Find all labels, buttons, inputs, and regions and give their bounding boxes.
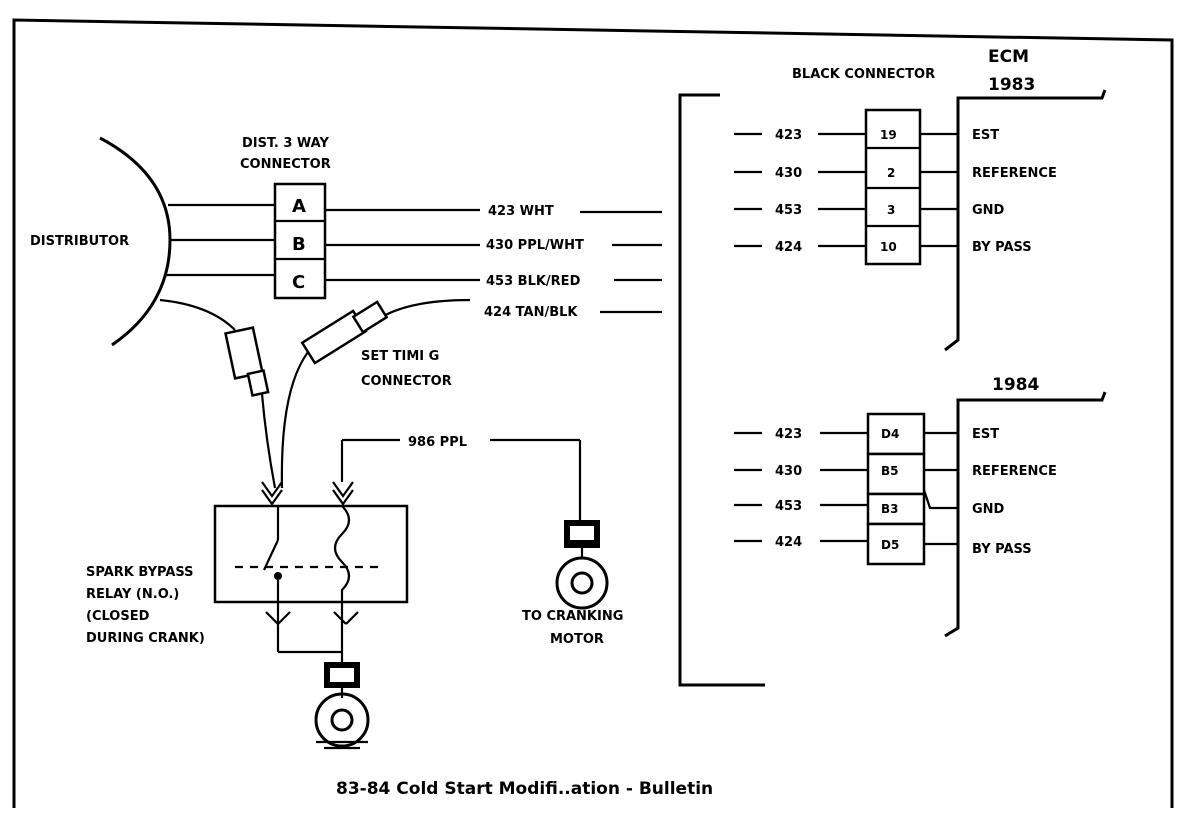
cranking-motor-terminal: TO CRANKING MOTOR [522, 520, 623, 647]
cranking-motor-label-2: MOTOR [550, 632, 604, 647]
relay-feed-wire-label: 986 PPL [408, 435, 467, 450]
dist-connector-title-2: CONNECTOR [240, 157, 331, 172]
ecm83-wire-430: 430 [775, 166, 802, 181]
ecm84-func-est: EST [972, 427, 999, 442]
ecm83-pin-2: 2 [887, 166, 895, 180]
ecm84-func-reference: REFERENCE [972, 464, 1057, 479]
ecm83-wire-424: 424 [775, 240, 802, 255]
ecm84-pin-d4: D4 [881, 427, 899, 441]
ecm83-pin-19: 19 [880, 128, 897, 142]
ecm83-wire-453: 453 [775, 203, 802, 218]
ecm84-wire-453: 453 [775, 499, 802, 514]
distributor-label: DISTRIBUTOR [30, 234, 129, 249]
dist-connector-title-1: DIST. 3 WAY [242, 136, 329, 151]
wire-label-423: 423 WHT [488, 204, 554, 219]
ecm83-func-est: EST [972, 128, 999, 143]
ecm-label: ECM [988, 47, 1029, 67]
dist-3-way-connector: DIST. 3 WAY CONNECTOR A B C [240, 136, 331, 300]
ecm-header: BLACK CONNECTOR ECM 1983 1984 [792, 47, 1039, 395]
distributor: DISTRIBUTOR [30, 136, 172, 347]
ecm83-wire-423: 423 [775, 128, 802, 143]
ecm83-pin-3: 3 [887, 203, 895, 217]
ecm84-func-gnd: GND [972, 502, 1005, 517]
ecm-1983-block: 423 19 EST 430 2 REFERENCE 453 3 GND 424… [734, 89, 1107, 352]
set-timing-label-2: CONNECTOR [361, 374, 452, 389]
dist-pin-b: B [292, 234, 306, 255]
relay-label-1: SPARK BYPASS [86, 565, 194, 580]
spark-bypass-relay: 986 PPL SPARK BYPASS RELAY (N.O.) (CLOSE… [86, 435, 582, 654]
harness-bracket [678, 93, 765, 687]
ecm-1984-block: 423 D4 EST 430 B5 REFERENCE 453 B3 GND 4… [734, 391, 1107, 638]
ecm83-pin-10: 10 [880, 240, 897, 254]
ecm84-pin-d5: D5 [881, 538, 899, 552]
diagram-caption: 83-84 Cold Start Modifi..ation - Bulleti… [336, 779, 713, 799]
ground-terminal [314, 652, 370, 750]
wire-label-424: 424 TAN/BLK [484, 305, 578, 320]
ecm84-wire-424: 424 [775, 535, 802, 550]
ecm84-pin-b5: B5 [881, 464, 899, 478]
relay-label-4: DURING CRANK) [86, 631, 205, 646]
cranking-motor-label-1: TO CRANKING [522, 609, 623, 624]
black-connector-label: BLACK CONNECTOR [792, 67, 935, 82]
ecm84-wire-423: 423 [775, 427, 802, 442]
set-timing-connector: SET TIMI G CONNECTOR [159, 298, 471, 489]
ecm83-func-gnd: GND [972, 203, 1005, 218]
outer-frame [12, 18, 1174, 808]
ecm84-func-bypass: BY PASS [972, 542, 1032, 557]
dist-pin-c: C [292, 272, 305, 293]
dist-pin-a: A [292, 196, 306, 217]
ecm-year-1983: 1983 [988, 75, 1035, 95]
ecm84-wire-430: 430 [775, 464, 802, 479]
distributor-wires: 423 WHT 430 PPL/WHT 453 BLK/RED 424 TAN/… [166, 203, 662, 320]
relay-label-3: (CLOSED [86, 609, 150, 624]
ecm83-func-reference: REFERENCE [972, 166, 1057, 181]
ecm83-func-bypass: BY PASS [972, 240, 1032, 255]
wire-label-453: 453 BLK/RED [486, 274, 581, 289]
set-timing-label-1: SET TIMI G [361, 349, 439, 364]
ecm84-pin-b3: B3 [881, 502, 899, 516]
wire-label-430: 430 PPL/WHT [486, 238, 584, 253]
relay-label-2: RELAY (N.O.) [86, 587, 179, 602]
ecm-year-1984: 1984 [992, 375, 1039, 395]
